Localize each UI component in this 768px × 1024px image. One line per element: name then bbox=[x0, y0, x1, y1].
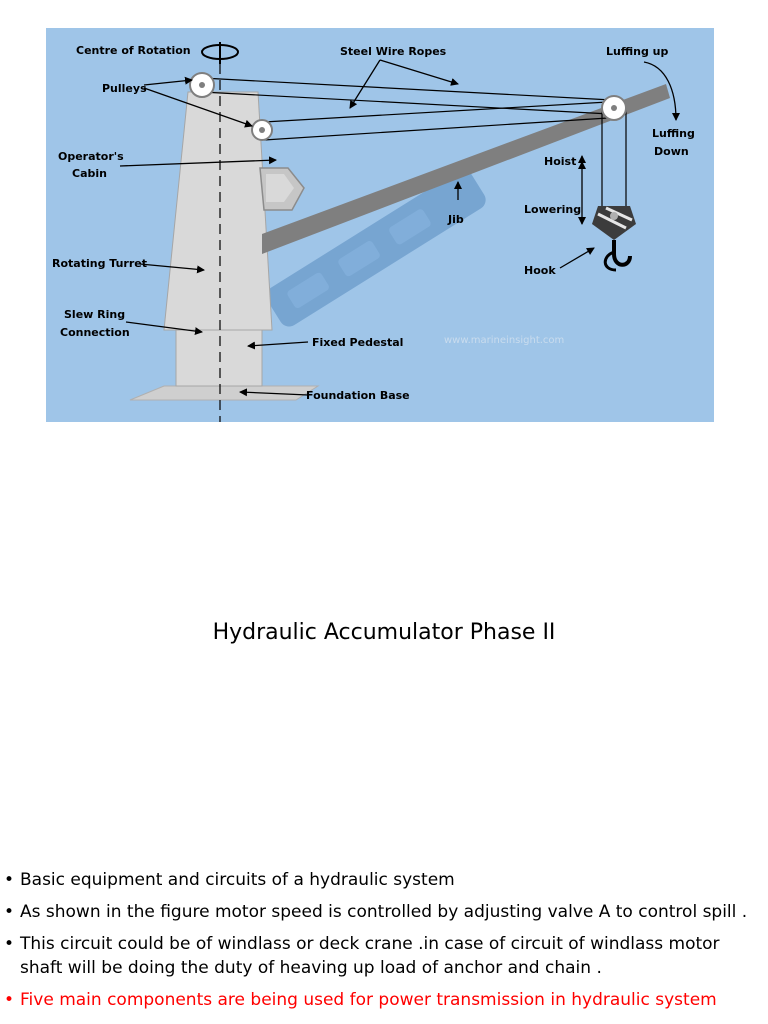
crane-diagram-svg: www.marineinsight.com bbox=[46, 28, 714, 422]
cabin-window bbox=[266, 174, 294, 202]
label-hoist: Hoist bbox=[544, 155, 576, 168]
bullet-symbol: • bbox=[4, 990, 15, 1010]
label-fixed-pedestal: Fixed Pedestal bbox=[312, 336, 403, 349]
bullet-text: This circuit could be of windlass or dec… bbox=[20, 934, 720, 978]
label-luffing-down-line2: Down bbox=[654, 145, 689, 158]
label-pulleys: Pulleys bbox=[102, 82, 147, 95]
bullet-list: •Basic equipment and circuits of a hydra… bbox=[4, 868, 764, 1020]
jib bbox=[262, 84, 670, 254]
bullet-text: As shown in the figure motor speed is co… bbox=[20, 902, 748, 922]
fixed-pedestal bbox=[175, 329, 263, 387]
foundation-base bbox=[129, 385, 320, 401]
bullet-text: Five main components are being used for … bbox=[20, 990, 717, 1010]
watermark-logo bbox=[266, 169, 486, 327]
label-slew-ring-line2: Connection bbox=[60, 326, 130, 339]
steel-wire-ropes bbox=[201, 77, 627, 206]
slide-title: Hydraulic Accumulator Phase II bbox=[212, 620, 556, 645]
label-foundation-base: Foundation Base bbox=[306, 389, 410, 402]
bullet-item: •Basic equipment and circuits of a hydra… bbox=[4, 868, 764, 892]
top-pulley-hub bbox=[199, 82, 205, 88]
bullet-item: •This circuit could be of windlass or de… bbox=[4, 932, 764, 980]
bullet-symbol: • bbox=[4, 934, 15, 954]
rotation-icon bbox=[201, 42, 239, 64]
crane-diagram: www.marineinsight.com bbox=[46, 28, 714, 422]
bullet-item-highlighted: •Five main components are being used for… bbox=[4, 988, 764, 1012]
label-lowering: Lowering bbox=[524, 203, 581, 216]
watermark-url: www.marineinsight.com bbox=[444, 335, 564, 346]
label-steel-wire-ropes: Steel Wire Ropes bbox=[340, 45, 447, 58]
label-jib: Jib bbox=[447, 213, 464, 226]
jib-tip-pulley-hub bbox=[611, 105, 617, 111]
label-operators-cabin-line2: Cabin bbox=[72, 167, 107, 180]
label-slew-ring-line1: Slew Ring bbox=[64, 308, 125, 321]
label-rotating-turret: Rotating Turret bbox=[52, 257, 147, 270]
label-operators-cabin-line1: Operator's bbox=[58, 150, 124, 163]
label-luffing-down-line1: Luffing bbox=[652, 127, 695, 140]
bullet-symbol: • bbox=[4, 870, 15, 890]
middle-pulley-hub bbox=[259, 127, 265, 133]
rotating-turret bbox=[163, 91, 273, 331]
label-hook: Hook bbox=[524, 264, 556, 277]
bullet-text: Basic equipment and circuits of a hydrau… bbox=[20, 870, 455, 890]
bullet-item: •As shown in the figure motor speed is c… bbox=[4, 900, 764, 924]
bullet-symbol: • bbox=[4, 902, 15, 922]
label-luffing-up: Luffing up bbox=[606, 45, 668, 58]
leader-arrows bbox=[119, 59, 680, 397]
label-centre-of-rotation: Centre of Rotation bbox=[76, 44, 191, 57]
hook-block bbox=[592, 206, 636, 272]
